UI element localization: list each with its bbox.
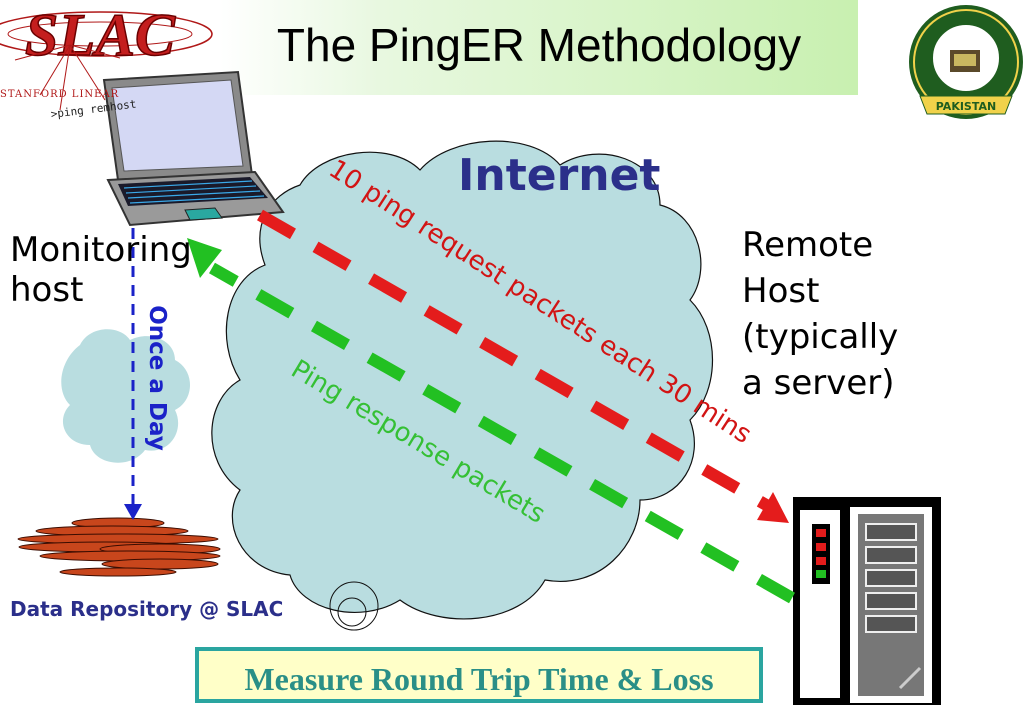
title-banner: The PingER Methodology — [220, 0, 858, 95]
local-cloud — [61, 329, 190, 463]
measure-text: Measure Round Trip Time & Loss — [244, 661, 714, 697]
data-repository-icon — [17, 517, 221, 577]
monitoring-host-label: Monitoring host — [10, 230, 192, 310]
nust-banner-text: PAKISTAN — [936, 100, 996, 113]
measure-callout: Measure Round Trip Time & Loss — [195, 647, 763, 703]
laptop-icon — [102, 70, 285, 227]
nust-seal-icon: PAKISTAN — [909, 5, 1023, 119]
data-repository-label: Data Repository @ SLAC — [10, 597, 284, 621]
page-title: The PingER Methodology — [276, 19, 802, 71]
remote-host-label: Remote Host (typically a server) — [742, 225, 899, 403]
server-icon — [793, 497, 941, 705]
slac-logo: SLAC — [0, 1, 213, 111]
request-arrow — [257, 209, 771, 512]
cloud-loops — [329, 581, 379, 631]
slac-wordmark: SLAC — [25, 2, 176, 68]
internet-label: Internet — [458, 150, 661, 201]
once-a-day-label: Once a Day — [144, 305, 170, 451]
response-arrow — [209, 262, 795, 604]
slac-subtitle: STANFORD LINEAR — [0, 89, 120, 100]
